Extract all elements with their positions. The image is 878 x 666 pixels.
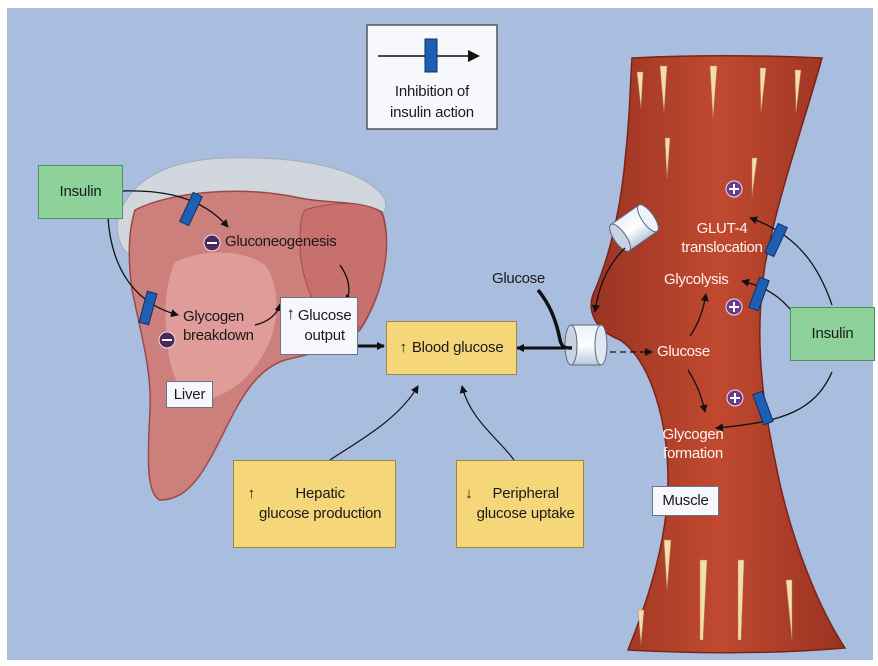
glucose-top-label: Glucose bbox=[492, 269, 545, 288]
glycogen-breakdown-label: Glycogen breakdown bbox=[183, 307, 254, 345]
minus-circle-icon bbox=[204, 235, 220, 251]
peripheral-uptake-box: ↓ Peripheral glucose uptake bbox=[456, 460, 584, 548]
blood-glucose-box: ↑ Blood glucose bbox=[386, 321, 517, 375]
hepatic-production-label: Hepatic glucose production bbox=[259, 484, 381, 524]
up-arrow: ↑ bbox=[287, 304, 295, 324]
glucose-transporter-icon bbox=[565, 325, 607, 365]
minus-circle-icon bbox=[159, 332, 175, 348]
plus-circle-icon bbox=[726, 299, 742, 315]
down-arrow: ↓ bbox=[465, 484, 472, 504]
up-arrow: ↑ bbox=[400, 338, 407, 358]
gluconeogenesis-label: Gluconeogenesis bbox=[225, 232, 336, 251]
glucose-output-label: Glucose output bbox=[298, 306, 352, 346]
glucose-output-box: ↑ Glucose output bbox=[280, 297, 358, 355]
hepatic-production-box: ↑ Hepatic glucose production bbox=[233, 460, 396, 548]
blood-glucose-label: Blood glucose bbox=[412, 338, 504, 358]
plus-circle-icon bbox=[726, 181, 742, 197]
glycogen-formation-label: Glycogen formation bbox=[650, 425, 736, 463]
glycolysis-label: Glycolysis bbox=[664, 270, 729, 289]
glut4-label: GLUT-4 translocation bbox=[672, 219, 772, 257]
plus-circle-icon bbox=[727, 390, 743, 406]
peripheral-uptake-label: Peripheral glucose uptake bbox=[477, 484, 575, 524]
liver-label: Liver bbox=[166, 381, 213, 408]
liver-insulin-box: Insulin bbox=[38, 165, 123, 219]
inhibition-bar-icon bbox=[425, 39, 437, 72]
muscle-label: Muscle bbox=[652, 486, 719, 516]
legend-text: Inhibition of insulin action bbox=[368, 76, 496, 128]
glucose-inner-label: Glucose bbox=[657, 342, 710, 361]
muscle-insulin-box: Insulin bbox=[790, 307, 875, 361]
up-arrow: ↑ bbox=[248, 484, 255, 504]
